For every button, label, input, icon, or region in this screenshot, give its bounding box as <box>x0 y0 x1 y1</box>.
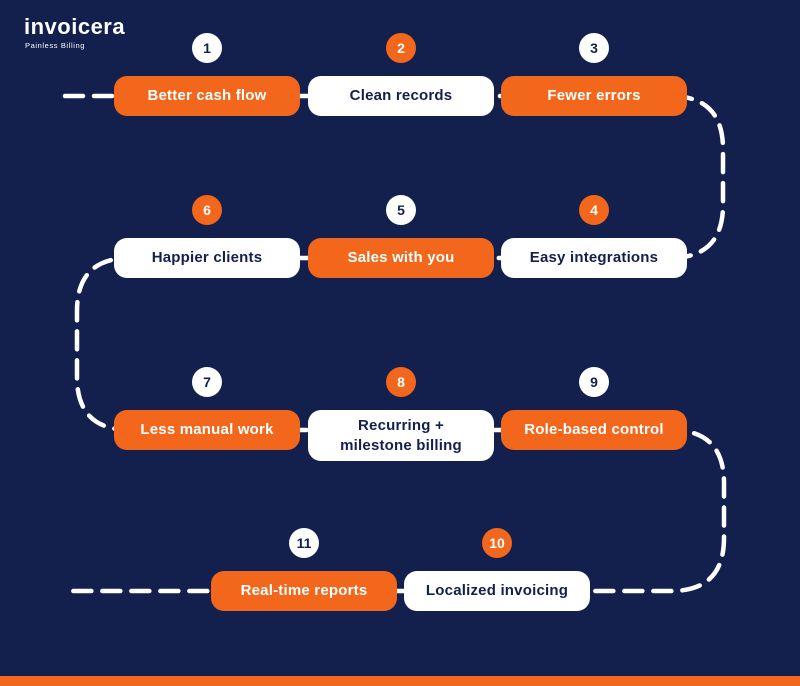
step-group: 11 Real-time reports <box>211 528 397 611</box>
logo-tagline: Painless Billing <box>25 41 86 50</box>
step-number-badge: 2 <box>386 33 416 63</box>
step-group: 3 Fewer errors <box>501 33 687 116</box>
footer-accent-bar <box>0 676 800 686</box>
step-number-badge: 5 <box>386 195 416 225</box>
step-pill: Real-time reports <box>211 571 397 611</box>
step-group: 5 Sales with you <box>308 195 494 278</box>
step-pill: Role-based control <box>501 410 687 450</box>
step-group: 10 Localized invoicing <box>404 528 590 611</box>
step-group: 9 Role-based control <box>501 367 687 450</box>
step-number-badge: 7 <box>192 367 222 397</box>
step-number-badge: 8 <box>386 367 416 397</box>
step-pill: Happier clients <box>114 238 300 278</box>
step-number-badge: 1 <box>192 33 222 63</box>
step-pill: Localized invoicing <box>404 571 590 611</box>
step-pill: Less manual work <box>114 410 300 450</box>
step-group: 8 Recurring + milestone billing <box>308 367 494 461</box>
step-number-badge: 4 <box>579 195 609 225</box>
step-group: 4 Easy integrations <box>501 195 687 278</box>
step-pill: Clean records <box>308 76 494 116</box>
step-pill: Easy integrations <box>501 238 687 278</box>
step-group: 6 Happier clients <box>114 195 300 278</box>
step-number-badge: 11 <box>289 528 319 558</box>
step-number-badge: 3 <box>579 33 609 63</box>
step-number-badge: 9 <box>579 367 609 397</box>
step-group: 1 Better cash flow <box>114 33 300 116</box>
step-pill: Sales with you <box>308 238 494 278</box>
step-pill: Better cash flow <box>114 76 300 116</box>
step-number-badge: 10 <box>482 528 512 558</box>
step-pill: Fewer errors <box>501 76 687 116</box>
step-pill: Recurring + milestone billing <box>308 410 494 461</box>
logo: invoicera Painless Billing <box>24 14 126 51</box>
step-group: 2 Clean records <box>308 33 494 116</box>
step-group: 7 Less manual work <box>114 367 300 450</box>
step-number-badge: 6 <box>192 195 222 225</box>
logo-text: invoicera <box>24 14 126 39</box>
